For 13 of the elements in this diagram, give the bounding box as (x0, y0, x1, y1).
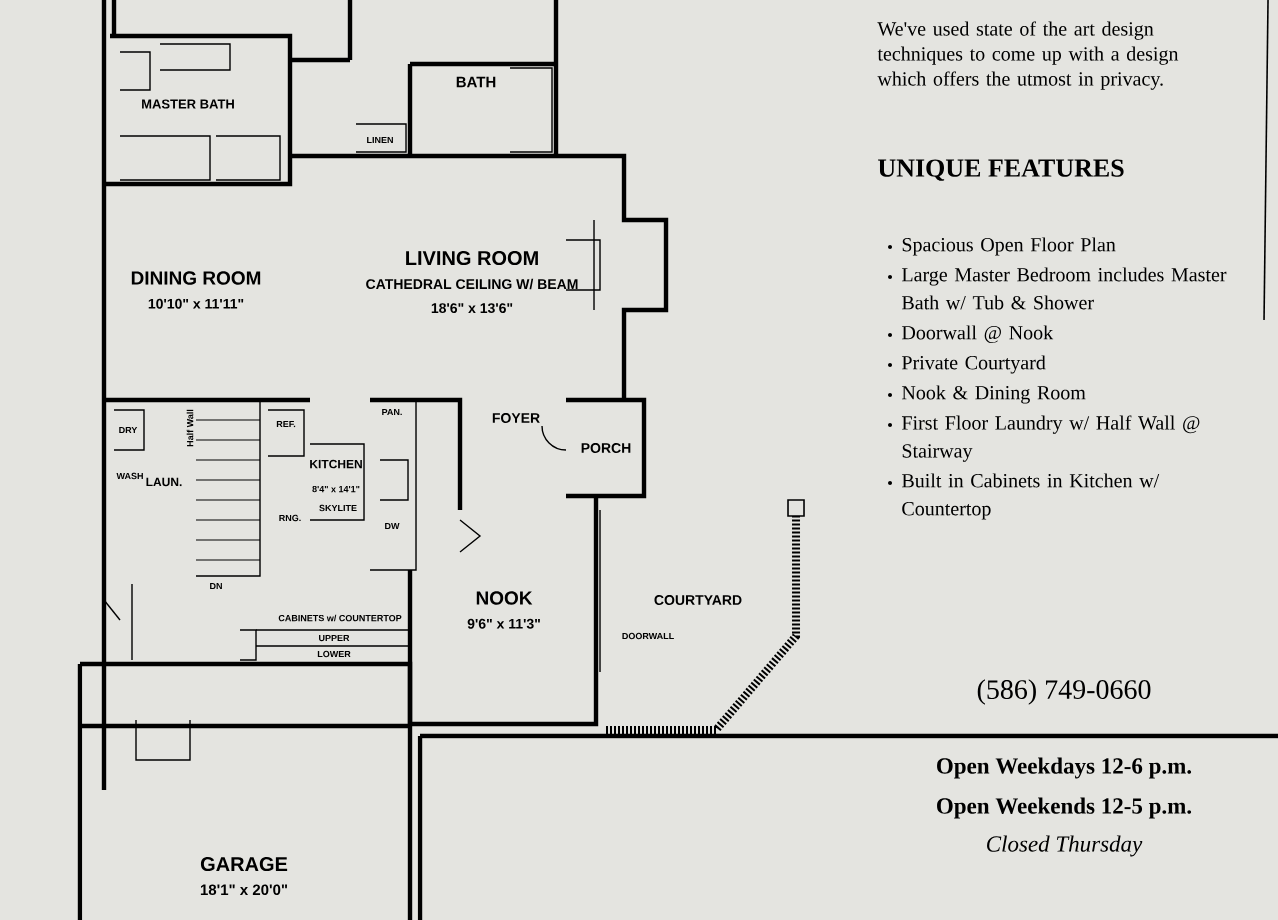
intro-paragraph: We've used state of the art design techniques to come up with a design which offers the utmost in privacy. (877, 21, 1179, 90)
feature-item: Built in Cabinets in Kitchen w/ Countertop (902, 473, 1160, 520)
feature-item: Large Master Bedroom includes Master Bath w/ Tub & Shower (902, 267, 1227, 310)
feature-item: Private Courtyard (902, 355, 1046, 374)
feature-item: Doorwall @ Nook (902, 325, 1054, 344)
feature-item: Nook & Dining Room (902, 385, 1086, 404)
opening-hours: Open Weekends 12-5 p.m. (937, 797, 1192, 819)
closed-note: Closed Thursday (987, 835, 1143, 857)
phone-number: (586) 749-0660 (977, 679, 1151, 705)
section-heading: UNIQUE FEATURES (878, 159, 1124, 181)
feature-item: Spacious Open Floor Plan (902, 237, 1116, 256)
feature-item: First Floor Laundry w/ Half Wall @ Stairway (902, 415, 1200, 462)
opening-hours: Open Weekdays 12-6 p.m. (937, 757, 1192, 779)
